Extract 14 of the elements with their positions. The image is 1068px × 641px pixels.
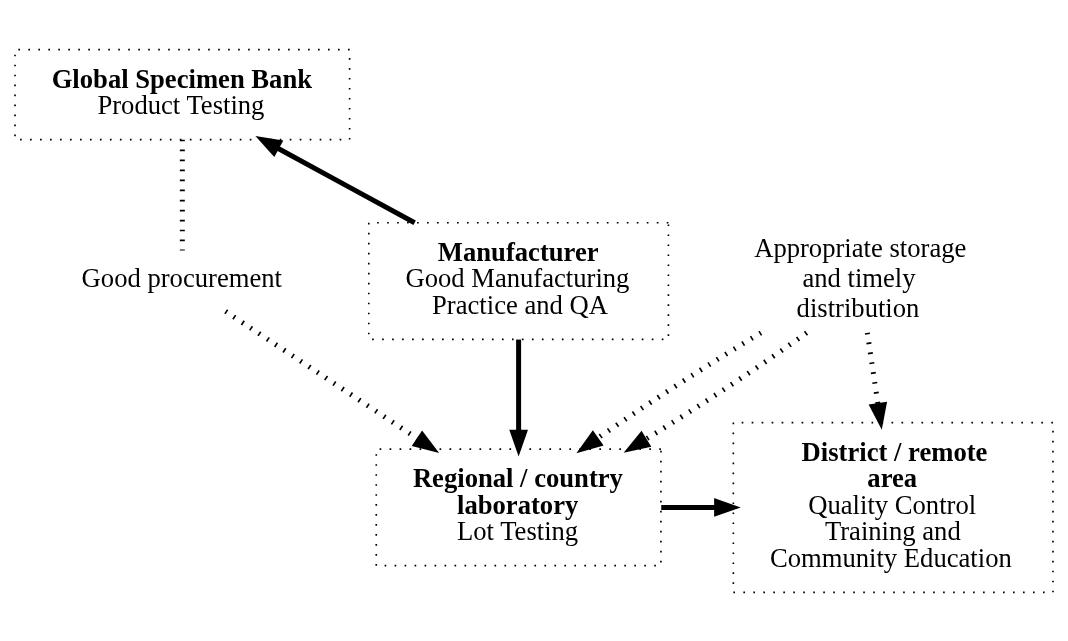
arrow [509,339,528,457]
node-box: District / remote area Quality Control Training and Community Education [732,421,1054,593]
node-box: Manufacturer Good Manufacturing Practice and QA [367,221,670,340]
node-box: Global Specimen Bank Product Testing [14,48,351,140]
node-text: Good procurement [81,262,282,293]
node-text: Appropriate storage and timely distribution [754,232,967,323]
arrow [576,330,763,453]
arrow [255,135,416,225]
connector [179,139,185,251]
arrow [224,308,440,453]
arrow [623,330,809,453]
node-box: Regional / country laboratory Lot Testing [375,447,662,567]
arrow [864,331,888,430]
arrow [661,497,741,517]
